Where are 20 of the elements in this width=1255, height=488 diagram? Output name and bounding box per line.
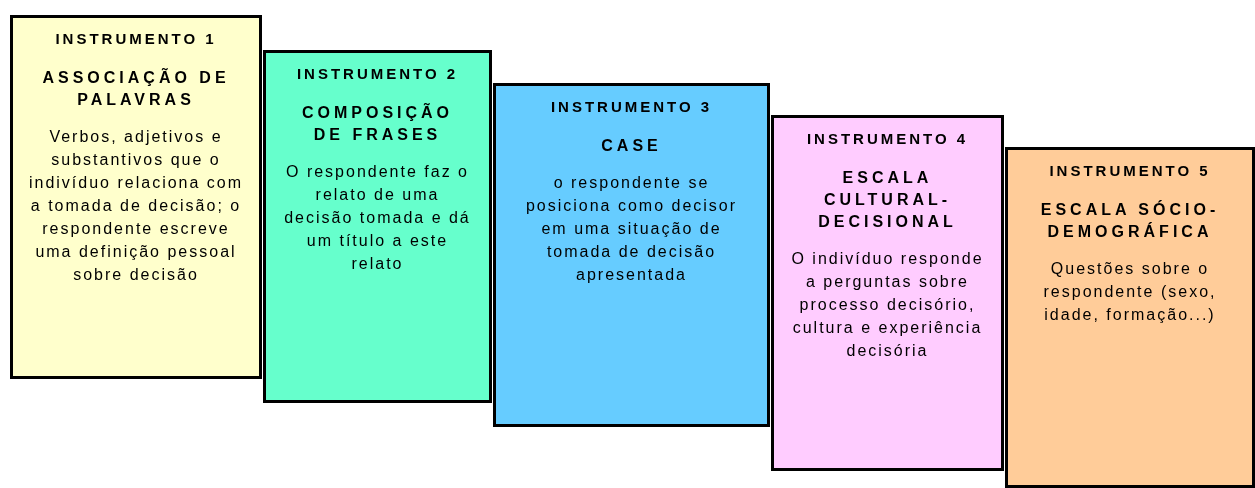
instrument-number: INSTRUMENTO 3 [549,98,714,115]
instrument-description: O respondente faz o relato de uma decisão tomada e dá um título a este relato [283,162,472,274]
instrument-card [263,50,492,403]
instrument-description: o respondente se posiciona como decisor em uma situação de tomada de decisão apresentada [524,173,739,285]
instrument-number: INSTRUMENTO 2 [295,65,460,82]
instrument-card [493,83,770,427]
instrument-card [10,15,262,379]
instrument-description: Verbos, adjetivos e substantivos que o indivíduo relaciona com a tomada de decisão; o respondente escreve uma definição pessoal sobre decisão [27,127,245,285]
instrument-number: INSTRUMENTO 4 [805,130,970,147]
instrument-title: CASE [600,136,663,156]
instrument-number: INSTRUMENTO 5 [1048,162,1212,179]
instrument-description: Questões sobre o respondente (sexo, idade, formação...) [1042,259,1218,325]
instrument-number: INSTRUMENTO 1 [54,30,218,47]
instrument-card [1005,147,1255,488]
instrument-card [771,115,1004,471]
instrument-title: COMPOSIÇÃO DE FRASES [300,102,455,145]
instrument-title: ESCALA CULTURAL-DECISIONAL [817,168,958,232]
instrument-description: O indivíduo responde a perguntas sobre processo decisório, cultura e experiência decisória [790,249,985,361]
instrument-title: ESCALA SÓCIO-DEMOGRÁFICA [1039,199,1221,242]
instrument-title: ASSOCIAÇÃO DE PALAVRAS [41,67,231,110]
